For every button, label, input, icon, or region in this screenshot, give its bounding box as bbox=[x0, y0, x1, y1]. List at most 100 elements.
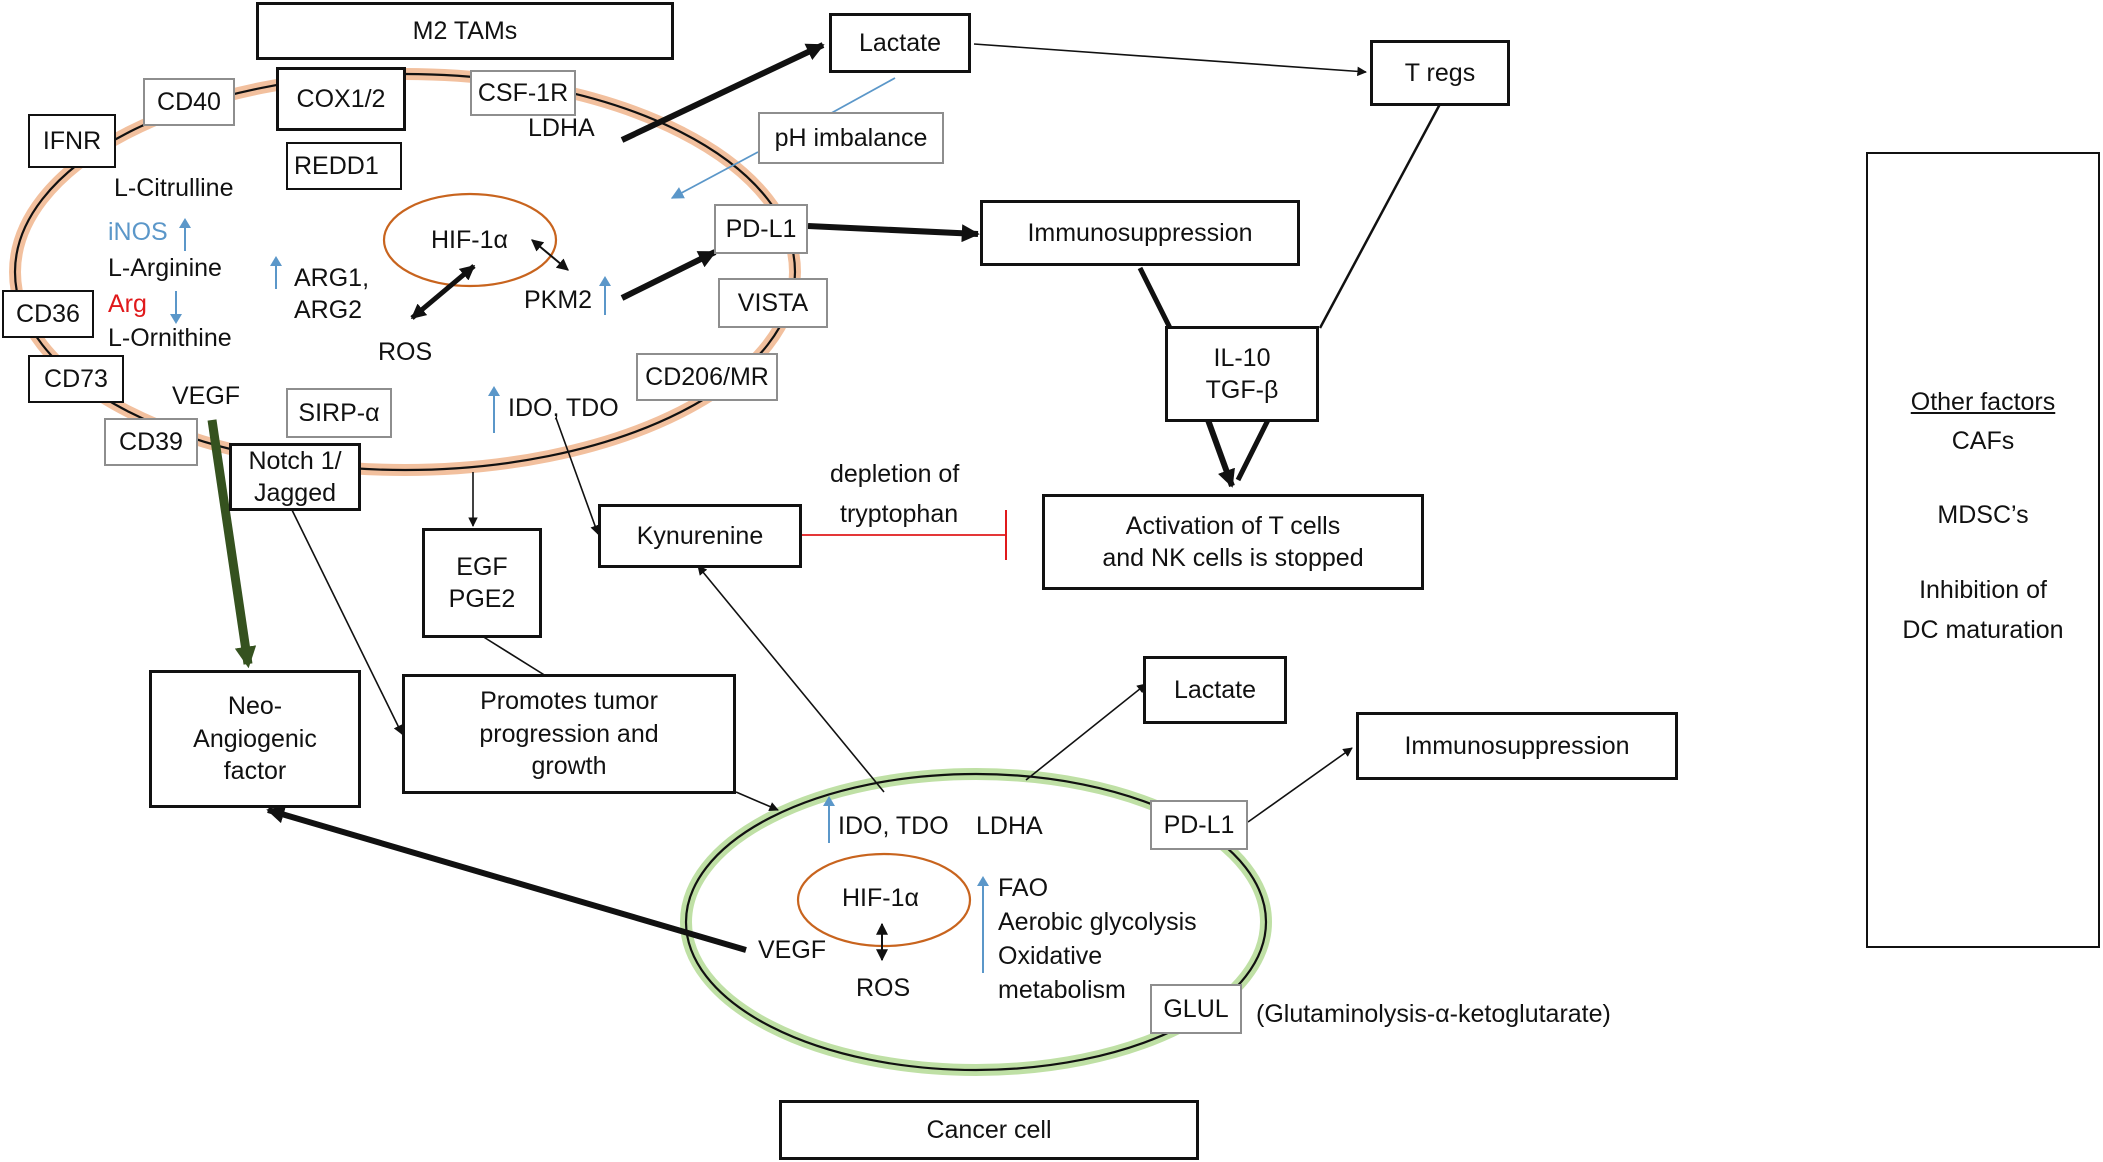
tregs-box: T regs bbox=[1370, 40, 1510, 106]
metabolism-label: metabolism bbox=[998, 976, 1126, 1004]
notch-label-1: Notch 1/ bbox=[248, 446, 342, 475]
other-factor-cafs: CAFs bbox=[1951, 426, 2015, 455]
depletion-label-1: depletion of bbox=[830, 460, 960, 488]
inos-label: iNOS bbox=[108, 218, 168, 246]
arrow-cancer-vegf-neo bbox=[266, 805, 747, 953]
arrow-ldha-lactate bbox=[620, 42, 825, 143]
cancer-hif-label: HIF-1α bbox=[842, 884, 919, 912]
ido-up-arrow-icon bbox=[488, 386, 500, 433]
promotes-box: Promotes tumor progression and growth bbox=[402, 674, 736, 794]
l-ornithine-label: L-Ornithine bbox=[108, 324, 232, 352]
tam-ros-label: ROS bbox=[378, 338, 433, 366]
notch-box: Notch 1/ Jagged bbox=[229, 443, 361, 511]
notch-label-2: Jagged bbox=[253, 479, 337, 507]
arg1-label: ARG1, bbox=[294, 264, 370, 292]
arrow-cancer-ido-kynurenine bbox=[697, 565, 885, 793]
tgfb-label: TGF-β bbox=[1205, 376, 1279, 404]
tam-vegf-label: VEGF bbox=[172, 382, 241, 410]
neo-label-2: Angiogenic bbox=[193, 724, 317, 753]
egf-label: EGF bbox=[456, 552, 508, 581]
arrow-il10-activation-a bbox=[1205, 418, 1235, 488]
pdl1-box: PD-L1 bbox=[714, 204, 808, 254]
cancer-pdl1-box: PD-L1 bbox=[1150, 800, 1248, 850]
tam-hif-label: HIF-1α bbox=[431, 226, 508, 254]
promotes-label-3: growth bbox=[531, 752, 607, 781]
l-citrulline-label: L-Citrulline bbox=[114, 174, 234, 202]
neo-label-1: Neo- bbox=[227, 692, 283, 721]
line-tregs-il10 bbox=[1318, 103, 1442, 329]
cancer-ldha-label: LDHA bbox=[976, 812, 1043, 840]
arrow-notch-promotes bbox=[291, 509, 403, 735]
glul-box: GLUL bbox=[1150, 984, 1242, 1034]
lactate-box: Lactate bbox=[829, 13, 971, 73]
arrow-il10-activation-b bbox=[1235, 418, 1271, 482]
arrow-promotes-cancer bbox=[735, 791, 779, 812]
aerobic-label: Aerobic glycolysis bbox=[998, 908, 1197, 936]
arrow-ph-pdl1 bbox=[670, 151, 759, 199]
arrow-hif-ros bbox=[410, 264, 476, 320]
cd36-box: CD36 bbox=[2, 290, 94, 338]
promotes-label-1: Promotes tumor bbox=[480, 687, 658, 716]
cancer-outline bbox=[684, 772, 1268, 1072]
vista-box: VISTA bbox=[718, 278, 828, 328]
pkm2-up-arrow-icon bbox=[599, 276, 611, 315]
cancer-ido-tdo-label: IDO, TDO bbox=[838, 812, 949, 840]
m2-tams-title: M2 TAMs bbox=[256, 2, 674, 60]
line-egf-promotes bbox=[481, 635, 547, 677]
oxidative-label: Oxidative bbox=[998, 942, 1103, 970]
neo-label-3: factor bbox=[223, 757, 287, 786]
fao-label: FAO bbox=[998, 874, 1049, 902]
inos-up-arrow-icon bbox=[179, 218, 191, 251]
other-factor-dc: DC maturation bbox=[1902, 616, 2064, 644]
arg1-up-arrow-icon bbox=[270, 256, 282, 289]
arg-label: Arg bbox=[108, 290, 147, 318]
cancer-vegf-label: VEGF bbox=[758, 936, 827, 964]
arrow-hif-pkm2 bbox=[531, 239, 569, 271]
arrow-pkm2-pdl1 bbox=[620, 249, 717, 301]
promotes-label-2: progression and bbox=[479, 719, 659, 748]
sirp-box: SIRP-α bbox=[286, 388, 392, 438]
cancer-metabolism-up-arrow-icon bbox=[977, 876, 989, 973]
line-immuno-il10 bbox=[1137, 266, 1173, 330]
activation-label-2: and NK cells is stopped bbox=[1102, 544, 1364, 572]
other-factors-box: Other factors CAFs MDSC’s Inhibition of … bbox=[1866, 152, 2100, 948]
cancer-ido-up-arrow-icon bbox=[823, 796, 835, 843]
cd73-box: CD73 bbox=[28, 355, 124, 403]
cancer-immunosuppression-box: Immunosuppression bbox=[1356, 712, 1678, 780]
cancer-ros-label: ROS bbox=[856, 974, 911, 1002]
ldha-label: LDHA bbox=[528, 114, 595, 142]
csf1r-box: CSF-1R bbox=[470, 70, 576, 116]
arrow-tam-vegf-neo bbox=[207, 419, 257, 669]
cd39-box: CD39 bbox=[104, 418, 198, 466]
cancer-lactate-box: Lactate bbox=[1143, 656, 1287, 724]
tam-ido-tdo-label: IDO, TDO bbox=[508, 394, 619, 422]
arg-down-arrow-icon bbox=[170, 291, 182, 324]
arrow-lactate-tregs bbox=[973, 43, 1367, 77]
arrow-ido-kynurenine bbox=[555, 417, 600, 535]
pge2-label: PGE2 bbox=[448, 585, 516, 613]
neo-angiogenic-box: Neo- Angiogenic factor bbox=[149, 670, 361, 808]
il10-tgfb-box: IL-10 TGF-β bbox=[1165, 326, 1319, 422]
redd1-box: REDD1 bbox=[286, 142, 402, 190]
pkm2-label: PKM2 bbox=[524, 286, 593, 314]
cd40-box: CD40 bbox=[143, 78, 235, 126]
line-lactate-ph bbox=[825, 77, 896, 117]
other-factors-title: Other factors bbox=[1910, 388, 2056, 416]
arrow-cancer-pdl1-immuno bbox=[1247, 747, 1353, 823]
cancer-cell-title: Cancer cell bbox=[779, 1100, 1199, 1160]
ifnr-box: IFNR bbox=[28, 114, 116, 168]
arg2-label: ARG2 bbox=[294, 296, 363, 324]
glutaminolysis-label: (Glutaminolysis-α-ketoglutarate) bbox=[1256, 1000, 1611, 1028]
kynurenine-box: Kynurenine bbox=[598, 504, 802, 568]
immunosuppression-box: Immunosuppression bbox=[980, 200, 1300, 266]
depletion-label-2: tryptophan bbox=[840, 500, 959, 528]
activation-box: Activation of T cells and NK cells is st… bbox=[1042, 494, 1424, 590]
cd206-box: CD206/MR bbox=[636, 353, 778, 401]
l-arginine-label: L-Arginine bbox=[108, 254, 222, 282]
arrow-pdl1-immunosuppression bbox=[807, 223, 980, 243]
il10-label: IL-10 bbox=[1213, 343, 1271, 372]
redd1-label: REDD1 bbox=[294, 151, 379, 180]
ph-imbalance-box: pH imbalance bbox=[758, 112, 944, 164]
